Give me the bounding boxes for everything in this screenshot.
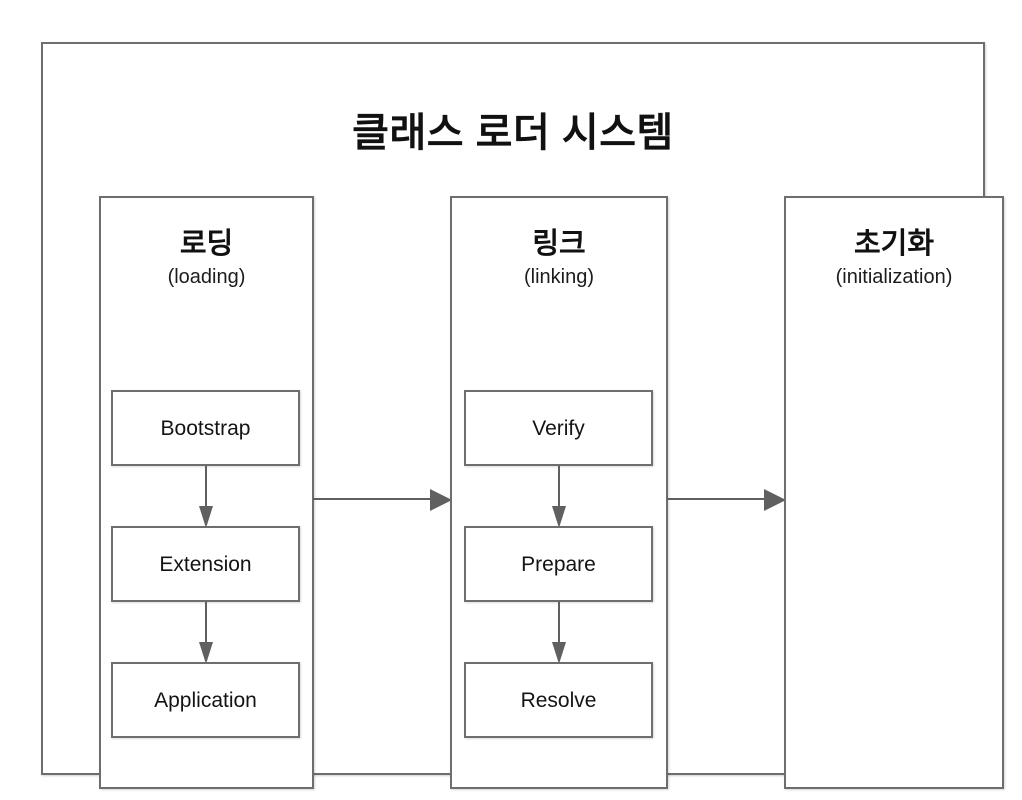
step-box-verify[interactable]: Verify	[464, 390, 653, 466]
diagram-title: 클래스 로더 시스템	[352, 111, 674, 155]
step-box-prepare[interactable]: Prepare	[464, 526, 653, 602]
phase-title-ko-initialization: 초기화	[853, 228, 935, 260]
arrow-head	[199, 642, 213, 664]
diagram-outer-frame: 클래스 로더 시스템 로딩 (loading) Bootstrap Extens…	[41, 42, 1004, 789]
step-label-application: Application	[154, 688, 257, 712]
step-box-bootstrap[interactable]: Bootstrap	[111, 390, 300, 466]
arrow-shaft	[558, 466, 560, 510]
step-box-application[interactable]: Application	[111, 662, 300, 738]
arrow-shaft	[205, 602, 207, 646]
step-box-resolve[interactable]: Resolve	[464, 662, 653, 738]
arrow-head	[552, 642, 566, 664]
phase-header-initialization: 초기화 (initialization)	[786, 226, 1002, 290]
phase-header-linking: 링크 (linking)	[452, 226, 666, 290]
arrow-shaft	[205, 466, 207, 510]
step-label-extension: Extension	[159, 552, 252, 576]
phase-title-ko-linking: 링크	[532, 228, 586, 260]
phase-panel-linking: 링크 (linking) Verify Prepare Resolve	[450, 196, 668, 789]
step-label-verify: Verify	[532, 416, 585, 440]
arrow-head	[764, 489, 786, 511]
step-label-resolve: Resolve	[520, 688, 597, 712]
arrow-right-icon-loading-to-linking	[313, 489, 452, 511]
arrow-head	[199, 506, 213, 528]
arrow-shaft	[558, 602, 560, 646]
arrow-head	[552, 506, 566, 528]
step-label-prepare: Prepare	[521, 552, 596, 576]
arrow-down-icon-prepare-to-resolve	[552, 602, 566, 664]
arrow-shaft	[313, 498, 432, 500]
phase-title-ko-loading: 로딩	[179, 228, 234, 260]
phase-title-en-initialization: (initialization)	[835, 266, 953, 289]
arrow-down-icon-bootstrap-to-extension	[199, 466, 213, 528]
phase-title-en-linking: (linking)	[523, 266, 595, 289]
step-label-bootstrap: Bootstrap	[160, 416, 251, 440]
phase-header-loading: 로딩 (loading)	[101, 226, 312, 290]
arrow-down-icon-verify-to-prepare	[552, 466, 566, 528]
arrow-right-icon-linking-to-initialization	[667, 489, 786, 511]
arrow-down-icon-extension-to-application	[199, 602, 213, 664]
step-box-extension[interactable]: Extension	[111, 526, 300, 602]
arrow-shaft	[667, 498, 766, 500]
phase-panel-initialization: 초기화 (initialization)	[784, 196, 1004, 789]
arrow-head	[430, 489, 452, 511]
phase-title-en-loading: (loading)	[167, 266, 246, 289]
phase-panel-loading: 로딩 (loading) Bootstrap Extension Applica…	[99, 196, 314, 789]
